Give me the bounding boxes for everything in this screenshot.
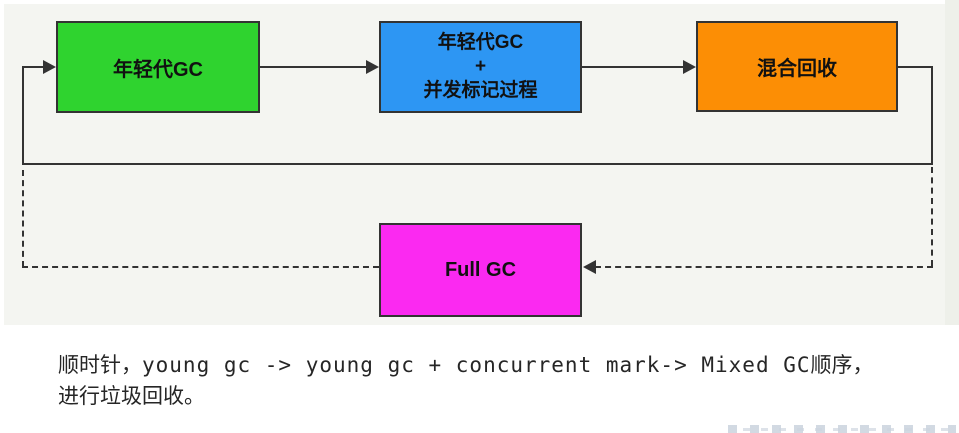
arrowhead-into-mark [366, 60, 379, 74]
edge-mark-to-mixed-line [582, 66, 686, 68]
node-young-gc-label: 年轻代GC [113, 58, 203, 81]
caption-line1: 顺时针，young gc -> young gc + concurrent ma… [58, 350, 874, 381]
edge-young-to-mark-line [260, 66, 370, 68]
edge-dashed-fullgc-out-line [22, 266, 379, 268]
caption-line1-prefix: 顺时针， [58, 353, 142, 377]
node-full-gc: Full GC [379, 223, 582, 317]
caption-text: 顺时针，young gc -> young gc + concurrent ma… [58, 350, 874, 411]
edge-right-vertical-line [931, 66, 933, 165]
node-mark-label-line3: 并发标记过程 [423, 80, 538, 101]
node-mixed-gc: 混合回收 [696, 21, 898, 112]
edge-dashed-into-fullgc-line [595, 266, 933, 268]
watermark [728, 425, 956, 433]
edge-dashed-right-vertical [931, 167, 933, 266]
node-young-gc: 年轻代GC [56, 21, 260, 113]
node-mark-label-line2: + [474, 56, 487, 77]
edge-left-vertical-line [22, 66, 24, 165]
node-young-gc-concurrent-mark: 年轻代GC + 并发标记过程 [379, 21, 582, 113]
caption-line2: 进行垃圾回收。 [58, 384, 205, 408]
arrowhead-into-young-gc [43, 60, 56, 74]
edge-mixed-to-corner-line [898, 66, 933, 68]
diagram-background-edge [945, 0, 959, 325]
caption-line1-suffix: 顺序， [810, 353, 874, 377]
caption-line1-code: young gc -> young gc + concurrent mark->… [142, 353, 811, 377]
edge-into-young-gc-line [22, 66, 48, 68]
edge-dashed-left-vertical [22, 170, 24, 267]
node-mixed-gc-label: 混合回收 [757, 58, 837, 80]
node-mark-label-line1: 年轻代GC [437, 32, 524, 53]
edge-return-horizontal-line [22, 163, 933, 165]
node-full-gc-label: Full GC [444, 258, 517, 281]
arrowhead-into-full-gc [583, 260, 596, 274]
arrowhead-into-mixed [683, 60, 696, 74]
